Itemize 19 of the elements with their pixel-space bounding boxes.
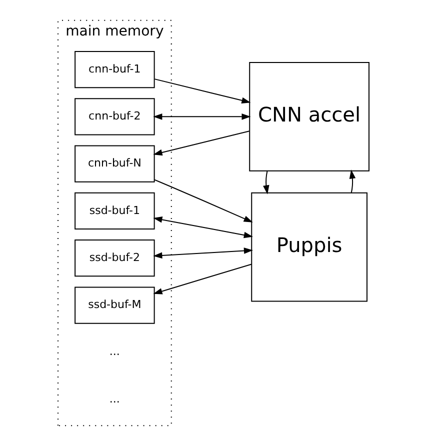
arrow — [154, 179, 252, 222]
arrow — [262, 171, 269, 194]
node-box: cnn-buf-2 — [74, 98, 154, 136]
label: ... — [108, 392, 120, 406]
node-box: ssd-buf-2 — [74, 240, 154, 277]
node-box: cnn-buf-1 — [74, 50, 154, 88]
node-box: cnn-buf-N — [74, 145, 154, 182]
label: ... — [108, 345, 120, 358]
node-box: ssd-buf-1 — [74, 192, 154, 230]
arrow — [152, 264, 252, 294]
arrow — [152, 248, 252, 259]
arrow — [154, 78, 250, 104]
arrow — [348, 170, 356, 193]
node-box: Puppis — [250, 192, 367, 302]
arrow — [152, 216, 252, 238]
node-box: ssd-buf-M — [74, 286, 154, 324]
node-box: CNN accel — [248, 62, 369, 172]
arrow — [152, 130, 249, 156]
arrow — [152, 114, 250, 120]
